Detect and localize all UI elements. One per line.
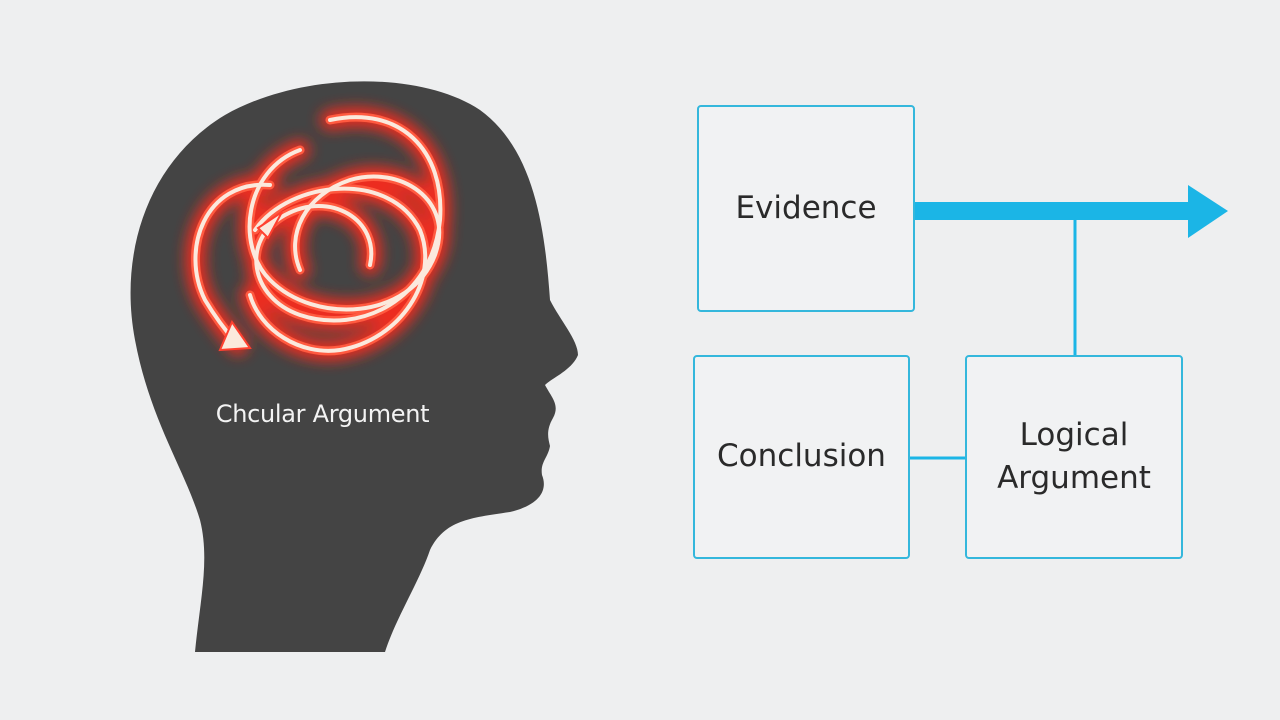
evidence-box: Evidence	[697, 105, 915, 312]
conclusion-label: Conclusion	[717, 438, 886, 475]
logical-argument-box: Logical Argument	[965, 355, 1183, 559]
loop-arrowhead-icon	[218, 319, 252, 352]
circular-argument-label: Chcular Argument	[215, 400, 430, 428]
loop-arrowhead-icon	[256, 211, 283, 240]
main-arrow-head-icon	[1188, 185, 1228, 238]
main-arrow-shaft	[915, 202, 1193, 220]
flow-connectors	[910, 185, 1228, 460]
logical-argument-label: Logical Argument	[997, 416, 1151, 496]
evidence-label: Evidence	[735, 189, 877, 226]
conclusion-box: Conclusion	[693, 355, 910, 559]
head-silhouette	[130, 81, 578, 653]
circular-loops-icon	[185, 107, 451, 361]
